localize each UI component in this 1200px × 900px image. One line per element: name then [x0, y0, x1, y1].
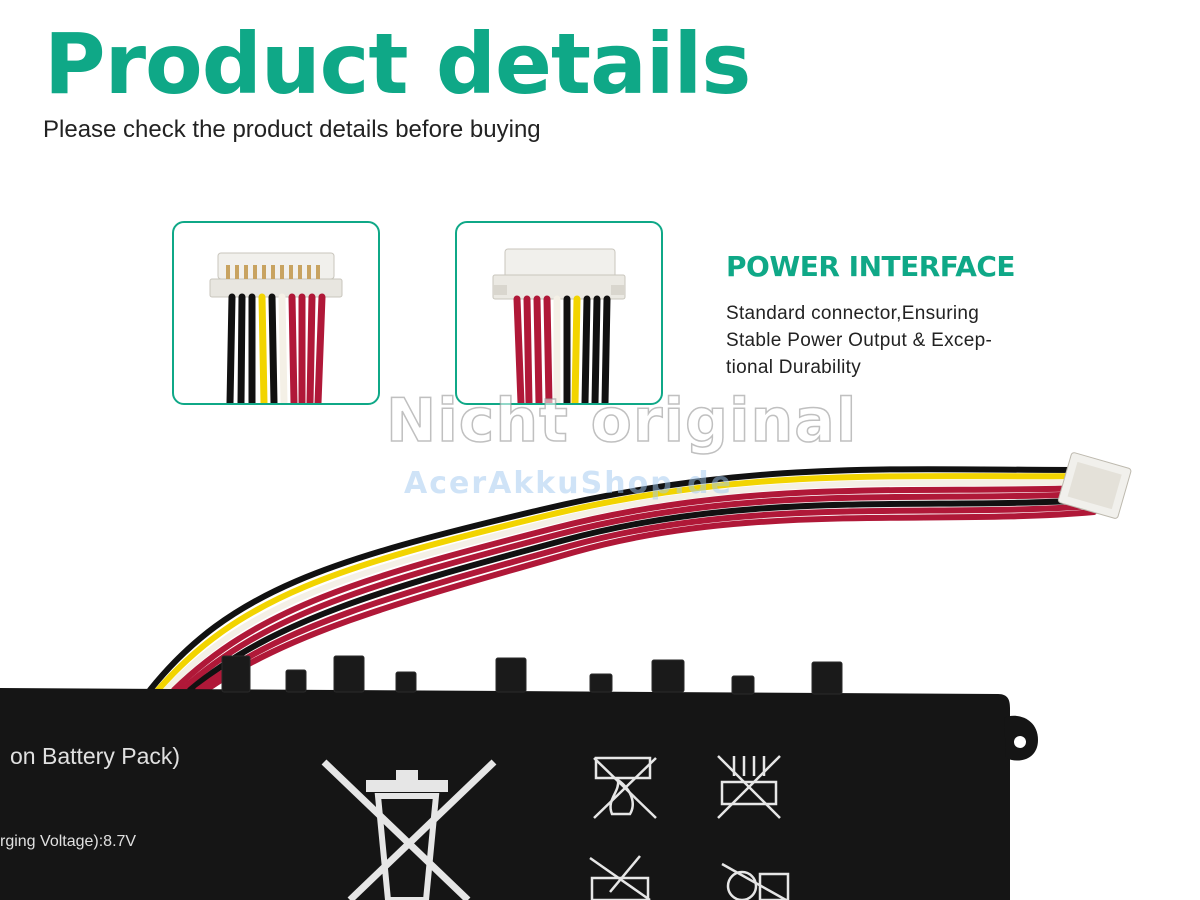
connector-back-photo [492, 248, 626, 403]
battery-label-line: on Battery Pack) [10, 743, 181, 769]
connector-closeup-front [172, 221, 380, 405]
page-title: Product details [44, 15, 751, 113]
crossed-out-bin-icon [321, 759, 497, 900]
no-fire-icon [593, 756, 657, 819]
feature-line: Stable Power Output & Excep- [726, 330, 993, 351]
no-crush-icon [717, 755, 781, 819]
watermark-url: AcerAkkuShop.de [404, 466, 733, 501]
page-subtitle: Please check the product details before … [43, 116, 541, 143]
connector-front-photo [209, 252, 343, 403]
connector-closeup-back [455, 221, 663, 405]
feature-line: tional Durability [726, 357, 861, 378]
feature-heading: POWER INTERFACE [726, 250, 1016, 283]
battery-label-line: rging Voltage):8.7V [0, 833, 137, 850]
no-disassemble-icon [721, 862, 790, 900]
feature-description: Standard connector,Ensuring Stable Power… [726, 300, 1056, 381]
watermark-text: Nicht original [385, 385, 858, 457]
feature-line: Standard connector,Ensuring [726, 303, 980, 324]
no-puncture-icon [589, 855, 651, 900]
